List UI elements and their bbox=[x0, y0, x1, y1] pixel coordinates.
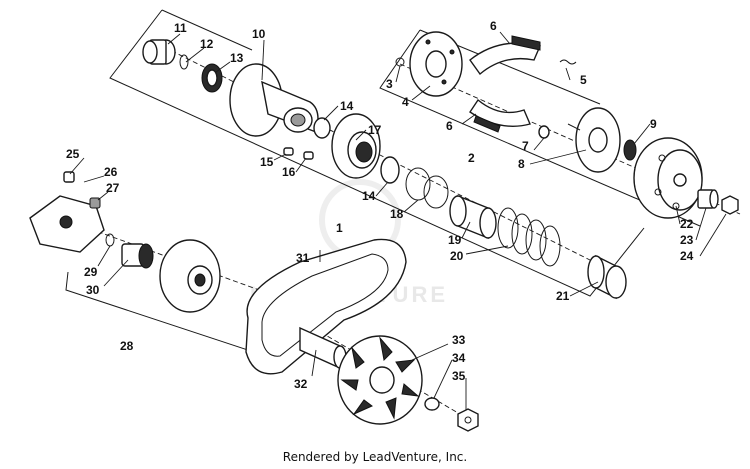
callout-4: 4 bbox=[402, 95, 409, 109]
part-drum bbox=[633, 137, 703, 219]
part-roller bbox=[63, 171, 75, 183]
callout-19: 19 bbox=[448, 233, 462, 247]
part-bearing bbox=[201, 63, 223, 93]
callout-7: 7 bbox=[522, 139, 529, 153]
callout-35: 35 bbox=[452, 369, 466, 383]
part-spacer bbox=[697, 189, 719, 209]
part-ring-drive bbox=[105, 233, 115, 247]
callout-5: 5 bbox=[580, 73, 587, 87]
part-pin-2 bbox=[303, 151, 314, 160]
part-sleeve bbox=[449, 194, 497, 240]
callout-3: 3 bbox=[386, 77, 393, 91]
callout-6-lower: 6 bbox=[446, 119, 453, 133]
callout-23: 23 bbox=[680, 233, 694, 247]
part-nut-fan bbox=[457, 408, 479, 432]
callout-32: 32 bbox=[294, 377, 308, 391]
part-ring-lower bbox=[380, 156, 400, 184]
part-spring-small bbox=[559, 59, 577, 65]
callout-9: 9 bbox=[650, 117, 657, 131]
callout-34: 34 bbox=[452, 351, 466, 365]
part-spring-ring bbox=[405, 167, 449, 209]
callout-27: 27 bbox=[106, 181, 120, 195]
callout-8: 8 bbox=[518, 157, 525, 171]
part-sheave-driven bbox=[229, 63, 319, 137]
part-sheave-drive bbox=[159, 239, 221, 313]
leader-lines bbox=[69, 31, 727, 410]
part-bushing-drive bbox=[121, 243, 154, 269]
callout-14-lower: 14 bbox=[362, 189, 376, 203]
part-ring bbox=[179, 54, 189, 70]
callout-6-upper: 6 bbox=[490, 19, 497, 33]
part-spring bbox=[497, 207, 561, 267]
callout-17: 17 bbox=[368, 123, 382, 137]
callout-30: 30 bbox=[86, 283, 100, 297]
assembly-bracket-28 bbox=[65, 271, 261, 355]
callout-20: 20 bbox=[450, 249, 464, 263]
callout-22: 22 bbox=[680, 217, 694, 231]
part-ring-upper bbox=[313, 117, 331, 139]
callout-18: 18 bbox=[390, 207, 404, 221]
callout-21: 21 bbox=[556, 289, 570, 303]
part-pin bbox=[283, 147, 294, 156]
callout-13: 13 bbox=[230, 51, 244, 65]
assembly-bracket-1 bbox=[109, 9, 645, 297]
part-cup bbox=[587, 254, 627, 300]
part-spider bbox=[29, 195, 105, 253]
part-shoe-lower bbox=[469, 98, 531, 133]
callout-29: 29 bbox=[84, 265, 98, 279]
callout-10: 10 bbox=[252, 27, 266, 41]
part-fan bbox=[337, 335, 423, 425]
callout-15: 15 bbox=[260, 155, 274, 169]
render-credit: Rendered by LeadVenture, Inc. bbox=[282, 450, 468, 464]
callout-2: 2 bbox=[468, 151, 475, 165]
part-cam bbox=[331, 113, 381, 179]
part-seal bbox=[623, 139, 637, 161]
callout-31: 31 bbox=[296, 251, 310, 265]
callout-11: 11 bbox=[174, 21, 187, 35]
callout-24: 24 bbox=[680, 249, 694, 263]
callout-33: 33 bbox=[452, 333, 466, 347]
part-belt bbox=[245, 238, 407, 375]
part-plate bbox=[409, 31, 463, 97]
callout-1: 1 bbox=[336, 221, 343, 235]
callout-14-upper: 14 bbox=[340, 99, 354, 113]
part-roller-2 bbox=[89, 197, 101, 209]
callout-16: 16 bbox=[282, 165, 296, 179]
callout-25: 25 bbox=[66, 147, 80, 161]
part-bushing bbox=[142, 39, 176, 65]
callout-labels: 1 2 3 4 5 6 6 7 8 9 10 11 12 13 14 14 15… bbox=[66, 19, 694, 391]
part-washer-fan bbox=[424, 397, 440, 411]
callout-28: 28 bbox=[120, 339, 134, 353]
part-shoe-upper bbox=[469, 35, 541, 76]
callout-26: 26 bbox=[104, 165, 118, 179]
part-hub bbox=[567, 107, 621, 173]
callout-12: 12 bbox=[200, 37, 214, 51]
part-nut-drum bbox=[721, 195, 739, 215]
part-washer bbox=[538, 125, 550, 139]
